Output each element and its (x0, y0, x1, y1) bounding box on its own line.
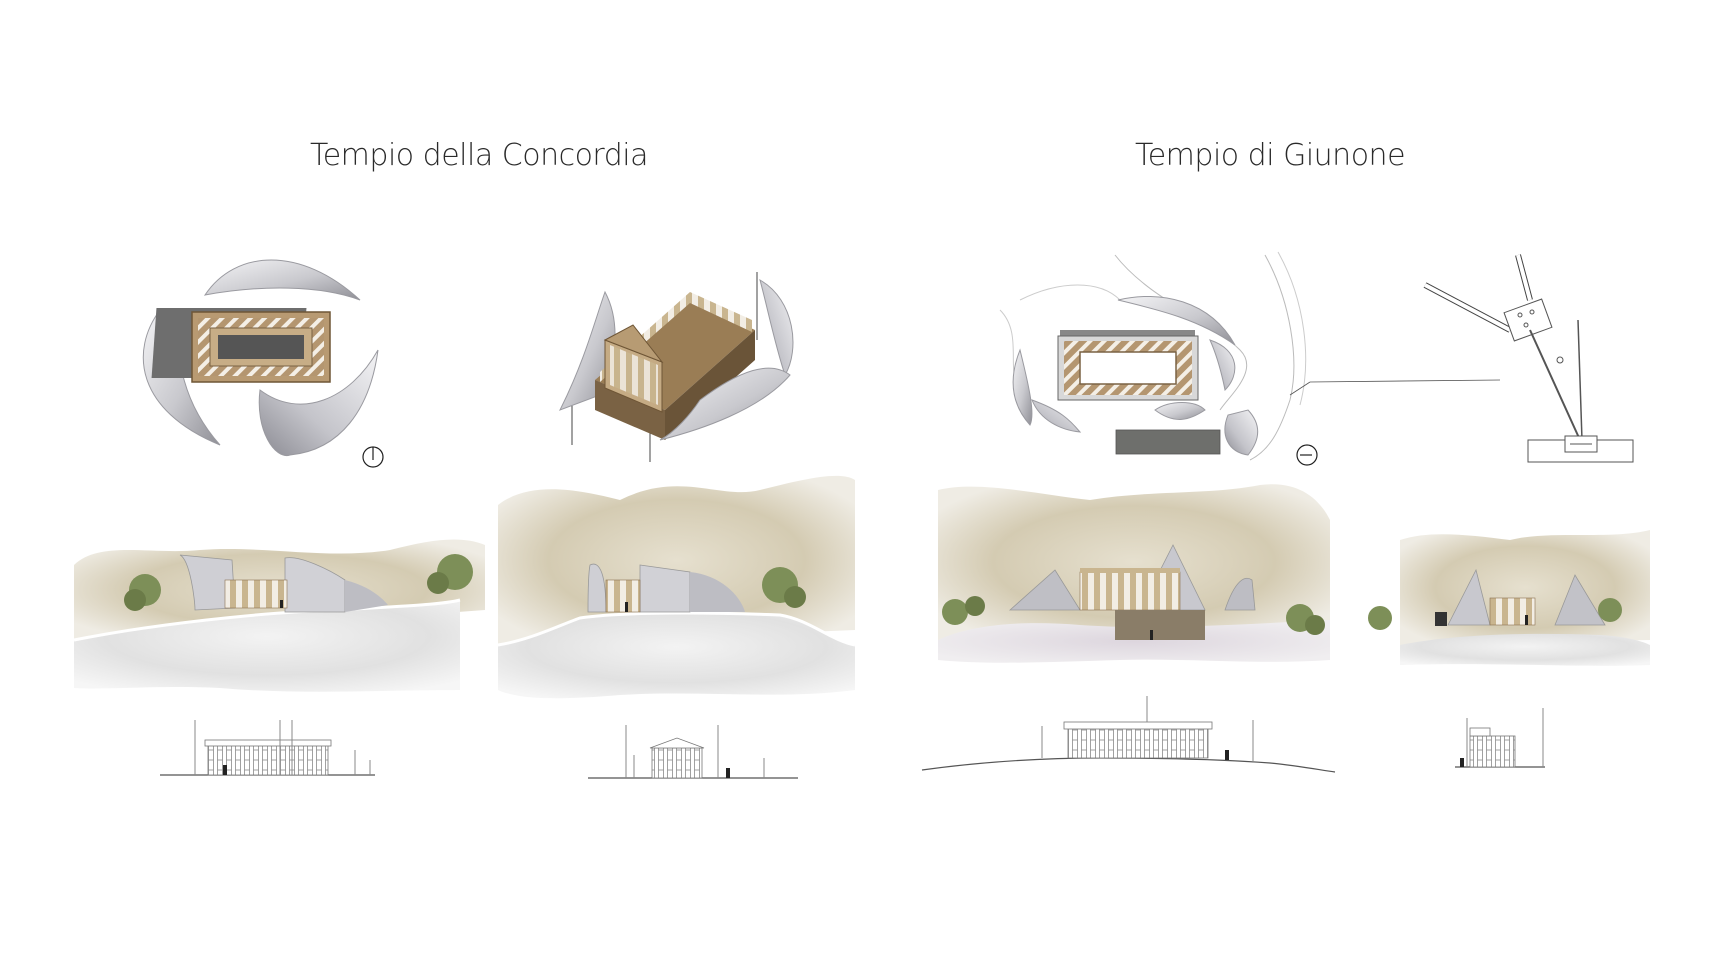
stone-block (1115, 429, 1221, 455)
shell-right-axo (759, 278, 794, 377)
title-tempio-giunone: Tempio di Giunone (1135, 138, 1406, 173)
shell-mid-g (1154, 402, 1206, 420)
title-tempio-concordia: Tempio della Concordia (310, 138, 649, 173)
shell-left-g (1012, 348, 1033, 426)
shell-top (203, 259, 361, 301)
shell-top-g (1117, 295, 1236, 346)
shell-right-g (1209, 339, 1236, 392)
shell-br-g (1224, 409, 1259, 456)
temple-plan-cella (218, 335, 304, 359)
giunone-structural-detail (1423, 254, 1634, 463)
shell-bottom (258, 349, 379, 456)
concordia-elevation-2 (588, 725, 798, 779)
shell-left-g2 (1031, 399, 1082, 433)
concordia-axonometric (558, 272, 794, 462)
concordia-elevation-1 (160, 720, 375, 776)
concordia-section-1 (73, 539, 485, 692)
concordia-plan (142, 259, 379, 456)
giunone-section-2 (1368, 530, 1650, 666)
north-arrow-icon (1296, 444, 1318, 466)
giunone-section-1 (938, 484, 1330, 663)
giunone-elevation-1 (921, 696, 1336, 773)
north-arrow-icon (362, 446, 384, 468)
concordia-section-2 (497, 475, 856, 699)
giunone-plan (999, 251, 1501, 461)
giunone-elevation-2 (1455, 708, 1545, 768)
shell-front-axo (659, 367, 791, 441)
